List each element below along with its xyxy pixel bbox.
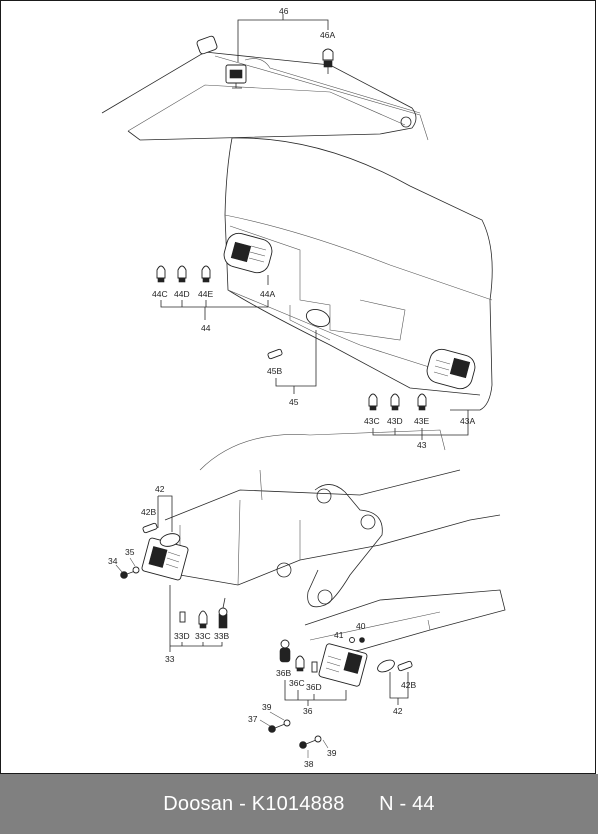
footer-bar: Doosan - K1014888 N - 44 — [0, 774, 598, 834]
tail-lamp-43A — [426, 348, 476, 390]
diagram-frame — [0, 0, 596, 774]
leader-33 — [169, 585, 223, 652]
callout-39-b: 39 — [327, 748, 337, 758]
screws-37-38-39 — [268, 719, 322, 749]
bulbs-33 — [179, 597, 228, 629]
leader-44 — [160, 275, 269, 320]
callout-39-a: 39 — [262, 702, 272, 712]
tail-lamp-44A — [223, 232, 273, 274]
callout-36: 36 — [303, 706, 313, 716]
callout-36D: 36D — [306, 682, 322, 692]
screws-40-41 — [349, 637, 365, 643]
callout-33B: 33B — [214, 631, 229, 641]
callout-42-top: 42 — [155, 484, 165, 494]
bulbs-36 — [279, 639, 318, 673]
callout-44C: 44C — [152, 289, 168, 299]
callout-37: 37 — [248, 714, 258, 724]
callout-45: 45 — [289, 397, 299, 407]
leader-42-right — [389, 672, 409, 705]
side-lamp-33 — [141, 537, 189, 581]
frame-drawing — [164, 429, 506, 656]
callout-44E: 44E — [198, 289, 213, 299]
callout-45B: 45B — [267, 366, 282, 376]
callout-43D: 43D — [387, 416, 403, 426]
callout-42B-left: 42B — [141, 507, 156, 517]
callout-38: 38 — [304, 759, 314, 769]
callout-43A: 43A — [460, 416, 475, 426]
leader-45 — [275, 330, 317, 394]
callout-33C: 33C — [195, 631, 211, 641]
callout-46: 46 — [279, 6, 289, 16]
bulb-42B-right — [397, 660, 413, 672]
callout-43: 43 — [417, 440, 427, 450]
callout-42B-right: 42B — [401, 680, 416, 690]
callout-42-bottom: 42 — [393, 706, 403, 716]
bulb-46A — [322, 48, 334, 74]
callout-46A: 46A — [320, 30, 335, 40]
leader-46 — [237, 14, 329, 62]
callout-36C: 36C — [289, 678, 305, 688]
license-lamp-45 — [305, 308, 331, 328]
work-lamp-46 — [196, 35, 247, 89]
callout-33D: 33D — [174, 631, 190, 641]
callout-43C: 43C — [364, 416, 380, 426]
callout-36B: 36B — [276, 668, 291, 678]
footer-part-number: Doosan - K1014888 N - 44 — [163, 792, 435, 815]
leader-36 — [284, 680, 347, 706]
callout-44A: 44A — [260, 289, 275, 299]
boom-arm-drawing — [101, 51, 429, 141]
screw-34 — [120, 566, 140, 579]
lens-42-right — [377, 659, 395, 673]
callout-41: 41 — [334, 630, 344, 640]
counterweight-drawing — [224, 137, 493, 411]
callout-35: 35 — [125, 547, 135, 557]
parts-diagram: 46 46A 44C 44D 44E 44A 44 45B 45 — [101, 6, 506, 769]
callout-43E: 43E — [414, 416, 429, 426]
bulb-45B — [267, 348, 283, 360]
callout-33: 33 — [165, 654, 175, 664]
callout-44: 44 — [201, 323, 211, 333]
lens-42-left — [159, 533, 181, 547]
bulbs-44 — [156, 265, 211, 283]
callout-34: 34 — [108, 556, 118, 566]
side-lamp-36 — [318, 643, 368, 687]
bulbs-43 — [368, 393, 427, 411]
callout-44D: 44D — [174, 289, 190, 299]
bulb-42B-left — [142, 522, 158, 534]
leader-42-left — [157, 495, 173, 532]
callout-40: 40 — [356, 621, 366, 631]
